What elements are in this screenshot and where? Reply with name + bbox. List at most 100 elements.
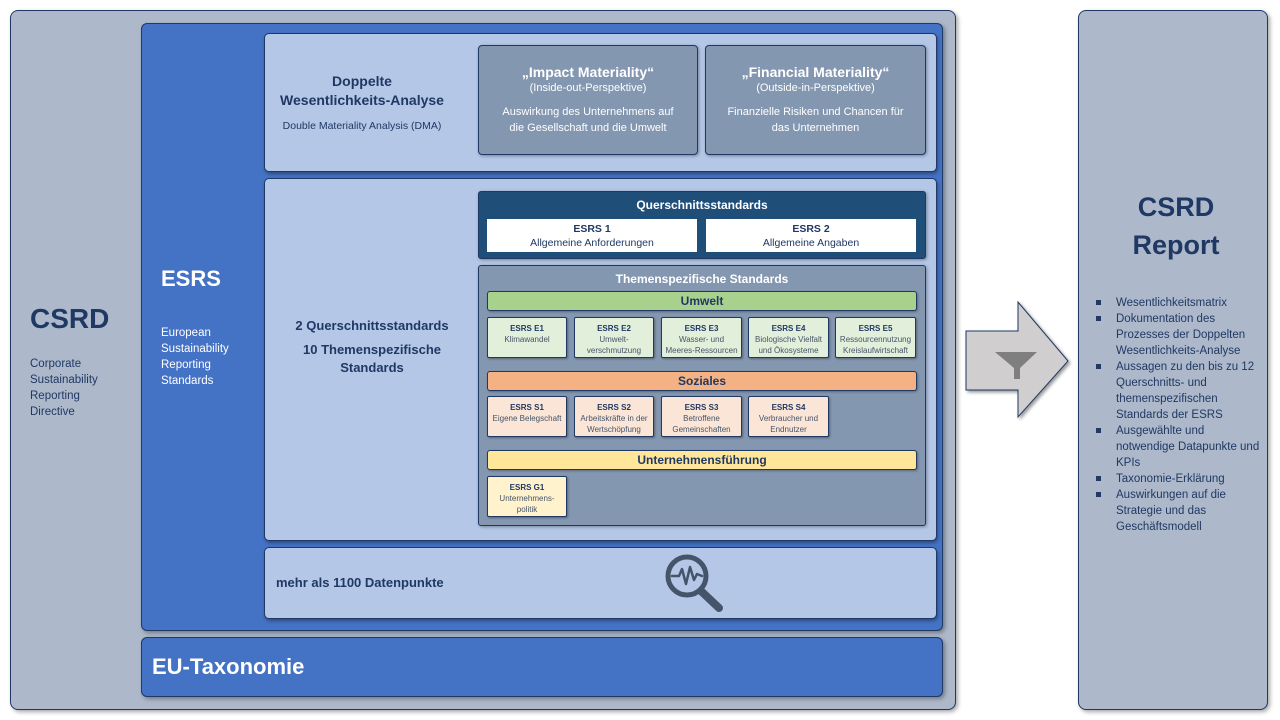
esrs-subtitle: European Sustainability Reporting Standa… bbox=[161, 325, 261, 389]
standard-code: ESRS S3 bbox=[684, 403, 719, 412]
esrs-e5-card: ESRS E5 Ressourcennutzung Kreislaufwirts… bbox=[835, 317, 916, 358]
standard-name-line: politik bbox=[516, 505, 538, 514]
list-item: Ausgewählte und notwendige Datapunkte un… bbox=[1096, 423, 1266, 471]
standard-code: ESRS E4 bbox=[771, 324, 806, 333]
impact-materiality-card: „Impact Materiality“ (Inside-out-Perspek… bbox=[478, 45, 698, 155]
standard-name-line: Meeres-Ressourcen bbox=[665, 346, 738, 355]
esrs-subtitle-line: Reporting bbox=[161, 359, 211, 371]
category-governance: Unternehmensführung bbox=[487, 450, 917, 470]
standard-code: ESRS E5 bbox=[858, 324, 893, 333]
esrs-subtitle-line: European bbox=[161, 327, 211, 339]
filter-arrow bbox=[962, 300, 1074, 422]
standard-name-line: Ressourcennutzung bbox=[839, 335, 912, 344]
list-item: Wesentlichkeitsmatrix bbox=[1096, 295, 1266, 311]
esrs-s1-card: ESRS S1 Eigene Belegschaft bbox=[487, 396, 567, 437]
esrs-e3-card: ESRS E3 Wasser- und Meeres-Ressourcen bbox=[661, 317, 742, 358]
category-environment: Umwelt bbox=[487, 291, 917, 311]
standard-name-line: Betroffene bbox=[683, 414, 720, 423]
standard-name-line: Umwelt- bbox=[599, 335, 629, 344]
impact-perspective: (Inside-out-Perspektive) bbox=[529, 82, 647, 94]
standard-name-line: Unternehmens- bbox=[499, 494, 555, 503]
esrs-s3-card: ESRS S3 Betroffene Gemeinschaften bbox=[661, 396, 742, 437]
csrd-subtitle-line: Sustainability bbox=[30, 374, 98, 386]
category-social: Soziales bbox=[487, 371, 917, 391]
standard-code: ESRS 2 bbox=[792, 223, 830, 235]
impact-description-line: die Gesellschaft und die Umwelt bbox=[509, 122, 667, 134]
standard-name-line: Gemeinschaften bbox=[672, 425, 731, 434]
list-item: Dokumentation des Prozesses der Doppelte… bbox=[1096, 311, 1266, 359]
financial-perspective: (Outside-in-Perspektive) bbox=[756, 82, 875, 94]
topical-title: Themenspezifische Standards bbox=[615, 272, 789, 286]
impact-description-line: Auswirkung des Unternehmens auf bbox=[502, 106, 674, 118]
esrs-title: ESRS bbox=[161, 266, 221, 291]
datapoints-section bbox=[264, 547, 937, 619]
dma-title-line: Wesentlichkeits-Analyse bbox=[280, 92, 444, 108]
esrs-s2-card: ESRS S2 Arbeitskräfte in der Wertschöpfu… bbox=[574, 396, 654, 437]
report-panel bbox=[1078, 10, 1268, 710]
standard-name-line: Wertschöpfung bbox=[587, 425, 641, 434]
impact-description: Auswirkung des Unternehmens auf die Gese… bbox=[479, 104, 697, 136]
eu-taxonomy-section bbox=[141, 637, 943, 697]
standard-code: ESRS E3 bbox=[684, 324, 719, 333]
list-item: Aussagen zu den bis zu 12 Querschnitts- … bbox=[1096, 359, 1266, 423]
standard-code: ESRS S4 bbox=[771, 403, 806, 412]
topical-count: 10 Themenspezifische Standards bbox=[264, 341, 480, 377]
esrs-2-card: ESRS 2 Allgemeine Angaben bbox=[706, 219, 916, 252]
csrd-subtitle: Corporate Sustainability Reporting Direc… bbox=[30, 356, 130, 420]
topical-count-line: Standards bbox=[340, 360, 404, 375]
eu-taxonomy-label: EU-Taxonomie bbox=[152, 654, 305, 679]
standard-code: ESRS G1 bbox=[509, 483, 545, 492]
impact-title: „Impact Materiality“ bbox=[521, 64, 655, 80]
report-title: CSRD Report bbox=[1078, 188, 1274, 264]
report-title-line: CSRD bbox=[1137, 192, 1215, 222]
financial-description-line: das Unternehmen bbox=[771, 122, 860, 134]
esrs-e4-card: ESRS E4 Biologische Vielfalt und Ökosyst… bbox=[748, 317, 829, 358]
csrd-subtitle-line: Reporting bbox=[30, 390, 80, 402]
standard-code: ESRS 1 bbox=[573, 223, 611, 235]
standard-code: ESRS S2 bbox=[597, 403, 631, 412]
csrd-subtitle-line: Directive bbox=[30, 406, 75, 418]
standard-code: ESRS E2 bbox=[597, 324, 631, 333]
standard-name-line: Endnutzer bbox=[770, 425, 807, 434]
esrs-s4-card: ESRS S4 Verbraucher und Endnutzer bbox=[748, 396, 829, 437]
search-pulse-icon bbox=[662, 553, 726, 615]
standard-name: Allgemeine Anforderungen bbox=[530, 237, 654, 249]
standard-name-line: Eigene Belegschaft bbox=[492, 414, 562, 423]
esrs-subtitle-line: Sustainability bbox=[161, 343, 229, 355]
csrd-title: CSRD bbox=[30, 303, 110, 334]
standard-name-line: Wasser- und bbox=[678, 335, 725, 344]
standard-name-line: verschmutzung bbox=[586, 346, 642, 355]
report-title-line: Report bbox=[1132, 230, 1220, 260]
standard-name-line: Kreislaufwirtschaft bbox=[843, 346, 908, 355]
filter-icon bbox=[995, 352, 1037, 379]
dma-title: Doppelte Wesentlichkeits-Analyse bbox=[264, 72, 460, 110]
standards-summary: 2 Querschnittsstandards 10 Themenspezifi… bbox=[264, 318, 480, 377]
standard-name-line: Biologische Vielfalt bbox=[754, 335, 822, 344]
cross-cutting-count: 2 Querschnittsstandards bbox=[295, 318, 449, 333]
standard-name-line: Arbeitskräfte in der bbox=[580, 414, 648, 423]
list-item: Taxonomie-Erklärung bbox=[1096, 471, 1266, 487]
standard-code: ESRS E1 bbox=[510, 324, 544, 333]
dma-subtitle: Double Materiality Analysis (DMA) bbox=[282, 120, 442, 132]
dma-title-line: Doppelte bbox=[332, 73, 392, 89]
esrs-subtitle-line: Standards bbox=[161, 375, 214, 387]
financial-description: Finanzielle Risiken und Chancen für das … bbox=[706, 104, 925, 136]
standard-name-line: Klimawandel bbox=[504, 335, 550, 344]
standard-name-line: und Ökosysteme bbox=[758, 346, 819, 355]
financial-description-line: Finanzielle Risiken und Chancen für bbox=[727, 106, 904, 118]
esrs-e1-card: ESRS E1 Klimawandel bbox=[487, 317, 567, 358]
datapoints-label: mehr als 1100 Datenpunkte bbox=[276, 575, 444, 590]
financial-title: „Financial Materiality“ bbox=[741, 64, 890, 80]
financial-materiality-card: „Financial Materiality“ (Outside-in-Pers… bbox=[705, 45, 926, 155]
esrs-1-card: ESRS 1 Allgemeine Anforderungen bbox=[487, 219, 697, 252]
cross-cutting-title: Querschnittsstandards bbox=[636, 198, 768, 212]
standard-code: ESRS S1 bbox=[510, 403, 544, 412]
standard-name-line: Verbraucher und bbox=[758, 414, 819, 423]
csrd-subtitle-line: Corporate bbox=[30, 358, 82, 370]
list-item: Auswirkungen auf die Strategie und das G… bbox=[1096, 487, 1266, 535]
esrs-e2-card: ESRS E2 Umwelt- verschmutzung bbox=[574, 317, 654, 358]
standard-name: Allgemeine Angaben bbox=[762, 237, 860, 249]
esrs-g1-card: ESRS G1 Unternehmens- politik bbox=[487, 476, 567, 517]
report-contents-list: Wesentlichkeitsmatrix Dokumentation des … bbox=[1096, 295, 1266, 535]
topical-count-line: 10 Themenspezifische bbox=[303, 342, 441, 357]
